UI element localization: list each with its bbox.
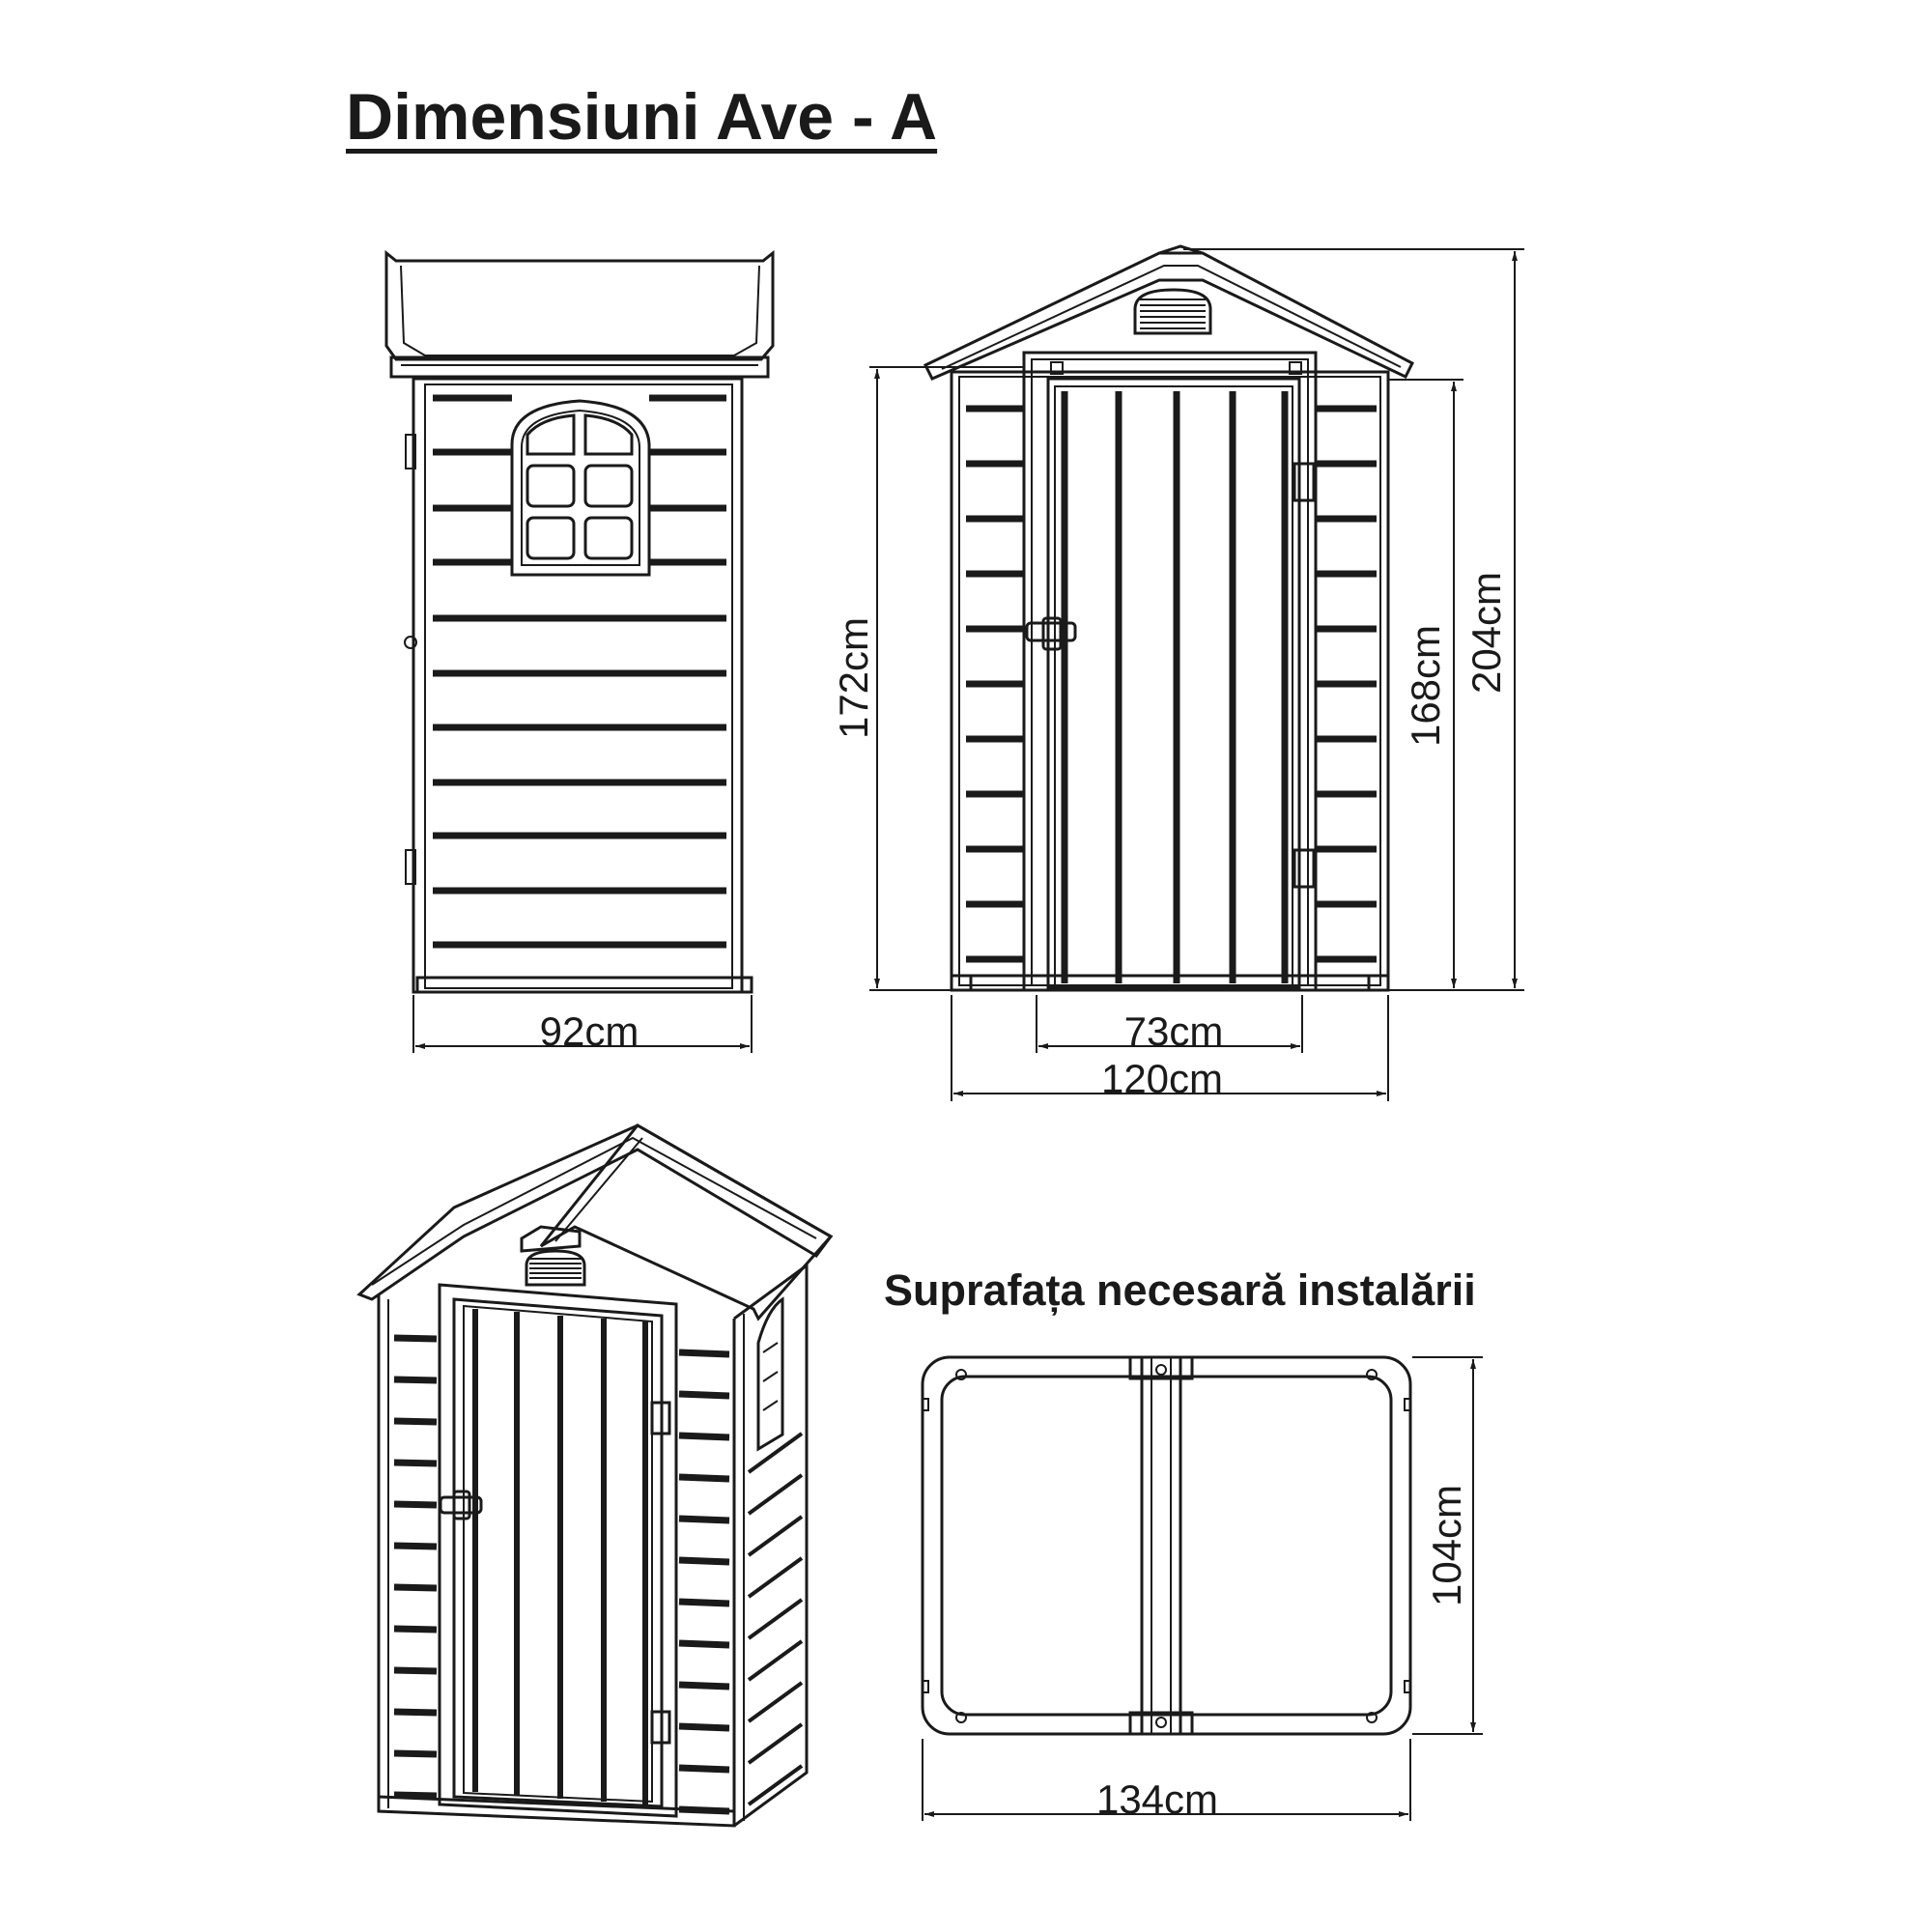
perspective-side-plank [747, 1556, 804, 1599]
dimension-172: 172cm [831, 366, 1024, 991]
perspective-side-plank [747, 1639, 804, 1682]
dimension-label-base-depth: 104cm [1424, 1485, 1469, 1606]
perspective-plank [393, 1376, 438, 1384]
dimension-120: 120cm [951, 995, 1389, 1101]
floor-base [921, 1355, 1412, 1736]
dimension-73: 73cm [1036, 995, 1303, 1054]
dimension-104: 104cm [1412, 1356, 1483, 1735]
perspective-plank [678, 1598, 730, 1607]
perspective-plank [393, 1625, 438, 1634]
perspective-side-wall [733, 1263, 809, 1828]
front-door [1022, 351, 1318, 992]
dimension-label-base-width: 134cm [1096, 1776, 1218, 1822]
perspective-side-plank [747, 1681, 804, 1723]
dimension-label-door-width: 73cm [1124, 1009, 1224, 1054]
perspective-plank [393, 1708, 438, 1717]
perspective-plank [393, 1666, 438, 1675]
dimension-134: 134cm [922, 1739, 1411, 1822]
perspective-plank [678, 1473, 730, 1483]
dimension-92: 92cm [412, 995, 753, 1054]
perspective-plank [393, 1791, 438, 1800]
installation-area-caption: Suprafața necesară instalării [884, 1265, 1476, 1315]
perspective-side-plank [747, 1764, 804, 1806]
perspective-plank [678, 1805, 730, 1815]
side-wall [404, 377, 753, 994]
perspective-side-plank [747, 1722, 804, 1765]
perspective-plank [678, 1764, 730, 1774]
side-wall-planks [433, 394, 726, 949]
perspective-plank [393, 1583, 438, 1592]
door-planks [1061, 391, 1289, 983]
dimension-168: 168cm [1388, 379, 1463, 991]
perspective-plank [678, 1681, 730, 1690]
perspective-plank [678, 1390, 730, 1400]
front-roof [923, 244, 1414, 381]
perspective-roof [356, 1123, 834, 1321]
perspective-side-plank [747, 1432, 804, 1474]
front-view [923, 244, 1414, 992]
perspective-plank [678, 1556, 730, 1566]
perspective-plank [393, 1500, 438, 1509]
perspective-side-plank [747, 1515, 804, 1557]
perspective-plank [393, 1417, 438, 1426]
perspective-side-plank [747, 1473, 804, 1516]
dimension-label-side-width: 92cm [540, 1009, 639, 1054]
dimension-label-total-height: 204cm [1463, 572, 1509, 694]
perspective-view [356, 1123, 834, 1828]
perspective-plank [678, 1722, 730, 1732]
dimension-label-wall-height: 168cm [1403, 625, 1448, 747]
perspective-plank [678, 1349, 730, 1358]
perspective-plank [678, 1432, 730, 1441]
perspective-plank [393, 1542, 438, 1550]
perspective-roof-vent [529, 1258, 582, 1279]
front-wall-planks [966, 405, 1377, 963]
perspective-door [438, 1283, 678, 1818]
dimension-label-front-width: 120cm [1101, 1056, 1223, 1101]
roof-vent [1140, 298, 1206, 329]
perspective-plank [678, 1639, 730, 1649]
page-title: Dimensiuni Ave - A [346, 80, 938, 154]
side-roof [384, 249, 775, 379]
perspective-side-plank [747, 1598, 804, 1640]
side-view [384, 249, 775, 994]
perspective-plank [393, 1749, 438, 1758]
dimension-label-door-height: 172cm [831, 617, 876, 739]
perspective-door-planks [472, 1309, 648, 1804]
perspective-plank [393, 1334, 438, 1343]
dimension-204: 204cm [1183, 248, 1524, 991]
perspective-plank [678, 1515, 730, 1524]
side-window [510, 399, 651, 577]
perspective-wall-planks [393, 1334, 804, 1815]
